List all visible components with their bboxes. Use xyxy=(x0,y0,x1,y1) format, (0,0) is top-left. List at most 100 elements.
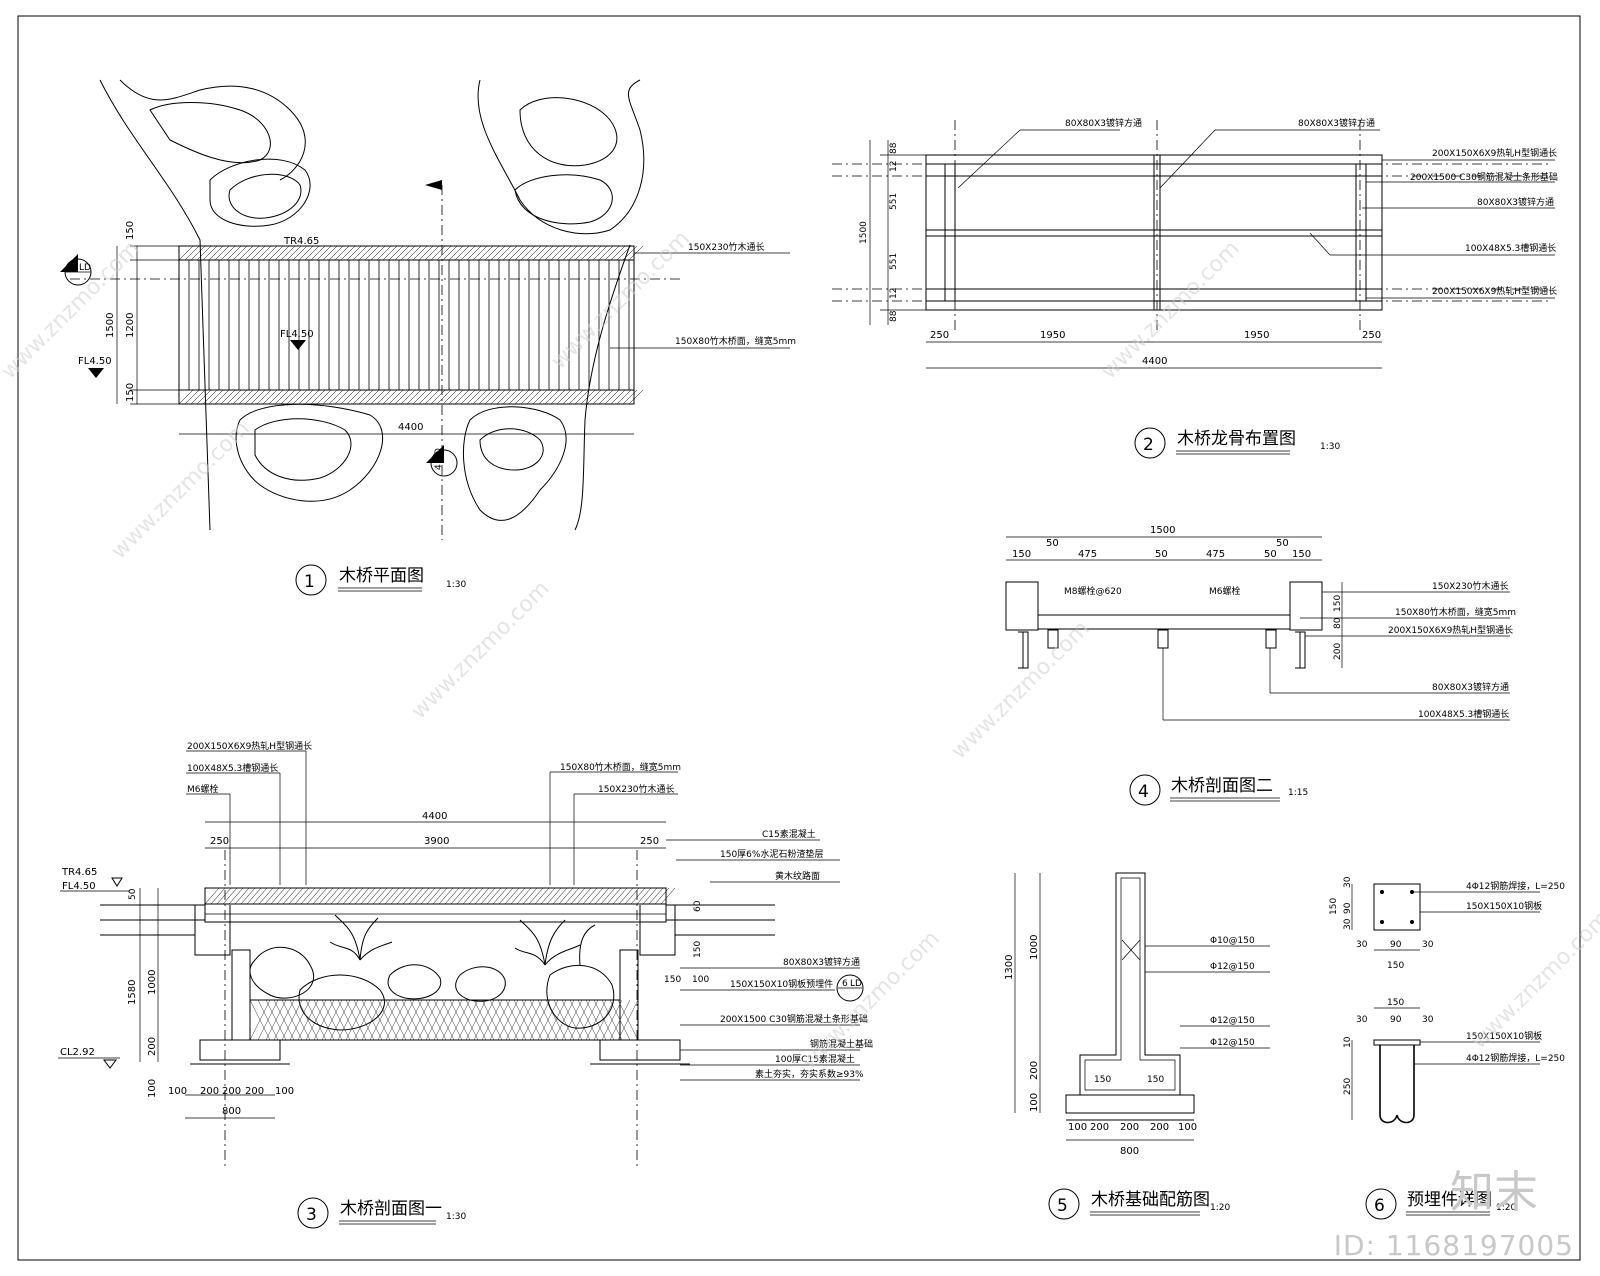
title-3-num: 3 xyxy=(306,1205,317,1225)
rock-outline xyxy=(209,158,311,227)
title-5-num: 5 xyxy=(1057,1196,1068,1216)
title-4: 木桥剖面图二 xyxy=(1171,776,1273,796)
r2: 150厚6%水泥石粉渣垫层 xyxy=(720,848,823,860)
beam-zone xyxy=(204,903,667,923)
h-beam-left xyxy=(1018,631,1029,669)
level-fl-mid: FL4.50 xyxy=(280,329,314,340)
dim: 100 xyxy=(1178,1122,1197,1133)
dim: 150 xyxy=(664,975,681,985)
dim: 150 xyxy=(1292,549,1311,560)
dim: 80 xyxy=(1333,617,1343,629)
title-5-scale: 1:20 xyxy=(1210,1203,1230,1213)
dim: 90 xyxy=(1343,902,1353,914)
title-2-scale: 1:30 xyxy=(1320,442,1340,452)
dim: 200 xyxy=(1029,1061,1040,1080)
title-6: 预埋件详图 xyxy=(1407,1190,1492,1210)
r4: Φ12@150 xyxy=(1210,1038,1255,1048)
dim: 50 xyxy=(1046,538,1059,549)
side-rail-left xyxy=(1005,581,1039,631)
r1: 150X230竹木通长 xyxy=(1432,580,1509,592)
dim-1500: 1500 xyxy=(105,313,116,338)
dim-4400: 4400 xyxy=(398,422,423,433)
dim: 30 xyxy=(1356,1015,1368,1025)
r2: 200X1500 C30钢筋混凝土条形基础 xyxy=(1410,171,1558,183)
note-a: 80X80X3镀锌方通 xyxy=(1065,117,1142,129)
title-3-scale: 1:30 xyxy=(446,1212,466,1222)
rock-outline xyxy=(254,418,352,481)
foundation-left xyxy=(944,163,956,302)
dim: 60 xyxy=(693,900,703,912)
dim: 10 xyxy=(1343,1036,1353,1048)
dim: 1580 xyxy=(127,980,138,1005)
dim: 12 xyxy=(889,288,899,299)
rock-outline xyxy=(514,174,613,225)
title-3: 木桥剖面图一 xyxy=(340,1199,442,1219)
watermark: www.znzmo.com xyxy=(797,926,945,1074)
dim-150-bot: 150 xyxy=(125,383,136,402)
watermark: www.znzmo.com xyxy=(407,576,555,724)
r4: 80X80X3镀锌方通 xyxy=(1432,681,1509,693)
title-6-circle xyxy=(1365,1188,1397,1220)
dim: 1300 xyxy=(1004,955,1015,980)
n1: 200X150X6X9热轧H型钢通长 xyxy=(187,740,312,752)
dim: 250 xyxy=(1343,1078,1353,1095)
title-6-num: 6 xyxy=(1374,1196,1385,1216)
level-fl: FL4.50 xyxy=(62,881,96,892)
level-tr: TR4.65 xyxy=(283,236,319,247)
deck-boards xyxy=(188,260,630,390)
callout-4-num: 4 xyxy=(434,464,444,470)
boulder xyxy=(546,964,615,1029)
r1: C15素混凝土 xyxy=(762,828,816,840)
callout-6-ref: LD xyxy=(850,979,862,989)
note-b: 80X80X3镀锌方通 xyxy=(1298,117,1375,129)
rock-outline xyxy=(477,79,645,235)
rail-hatch xyxy=(178,245,644,405)
r5: 100X48X5.3槽钢通长 xyxy=(1418,708,1509,720)
footing-wall-right xyxy=(619,949,639,1041)
footing-left xyxy=(199,1039,281,1061)
dim: 100 xyxy=(168,1086,187,1097)
dim: 4400 xyxy=(1142,356,1167,367)
dim: 200 xyxy=(1150,1122,1169,1133)
n5: 150X230竹木通长 xyxy=(598,783,675,795)
callout-4-ref: LD xyxy=(434,448,444,460)
rock-outline xyxy=(228,173,302,219)
blinding xyxy=(1065,1094,1195,1114)
level-fl-left: FL4.50 xyxy=(78,356,112,367)
r4: 100X48X5.3槽钢通长 xyxy=(1465,242,1556,254)
dim: 150 xyxy=(1387,998,1404,1008)
note-m8: M8螺栓@620 xyxy=(1064,585,1122,597)
side-rail-right xyxy=(1289,581,1323,631)
n4: 150X80竹木桥面，缝宽5mm xyxy=(560,761,681,773)
dim: 3900 xyxy=(424,836,449,847)
dim: 200 xyxy=(1090,1122,1109,1133)
dim: 200 xyxy=(222,1086,241,1097)
dim: 100 xyxy=(275,1086,294,1097)
level-cl: CL2.92 xyxy=(60,1047,95,1058)
dim: 250 xyxy=(640,836,659,847)
title-1-scale: 1:30 xyxy=(446,580,466,590)
level-tr: TR4.65 xyxy=(61,867,97,878)
n2: 100X48X5.3槽钢通长 xyxy=(187,762,278,774)
dim: 50 xyxy=(1264,549,1277,560)
dim: 50 xyxy=(1276,538,1289,549)
r1: 200X150X6X9热轧H型钢通长 xyxy=(1432,147,1557,159)
ground-layers xyxy=(100,904,775,921)
dim: 100 xyxy=(1029,1093,1040,1112)
h-beam-right xyxy=(1295,631,1306,669)
dim: 1500 xyxy=(1150,525,1175,536)
r3: 200X150X6X9热轧H型钢通长 xyxy=(1388,624,1513,636)
dim: 50 xyxy=(128,888,138,900)
dim: 50 xyxy=(1155,549,1168,560)
n3: M6螺栓 xyxy=(187,783,219,795)
dim: 150 xyxy=(1329,898,1339,915)
r1: 4Φ12钢筋焊接，L=250 xyxy=(1466,880,1565,892)
dim: 1950 xyxy=(1040,330,1065,341)
dim: 200 xyxy=(200,1086,219,1097)
dim: 250 xyxy=(1362,330,1381,341)
watermark: www.znzmo.com xyxy=(947,616,1095,764)
plate-section xyxy=(1373,1039,1421,1046)
dim: 12 xyxy=(889,161,899,172)
drawing-2-framing: 80X80X3镀锌方通 80X80X3镀锌方通 200X150X6X9热轧H型钢… xyxy=(832,117,1558,459)
